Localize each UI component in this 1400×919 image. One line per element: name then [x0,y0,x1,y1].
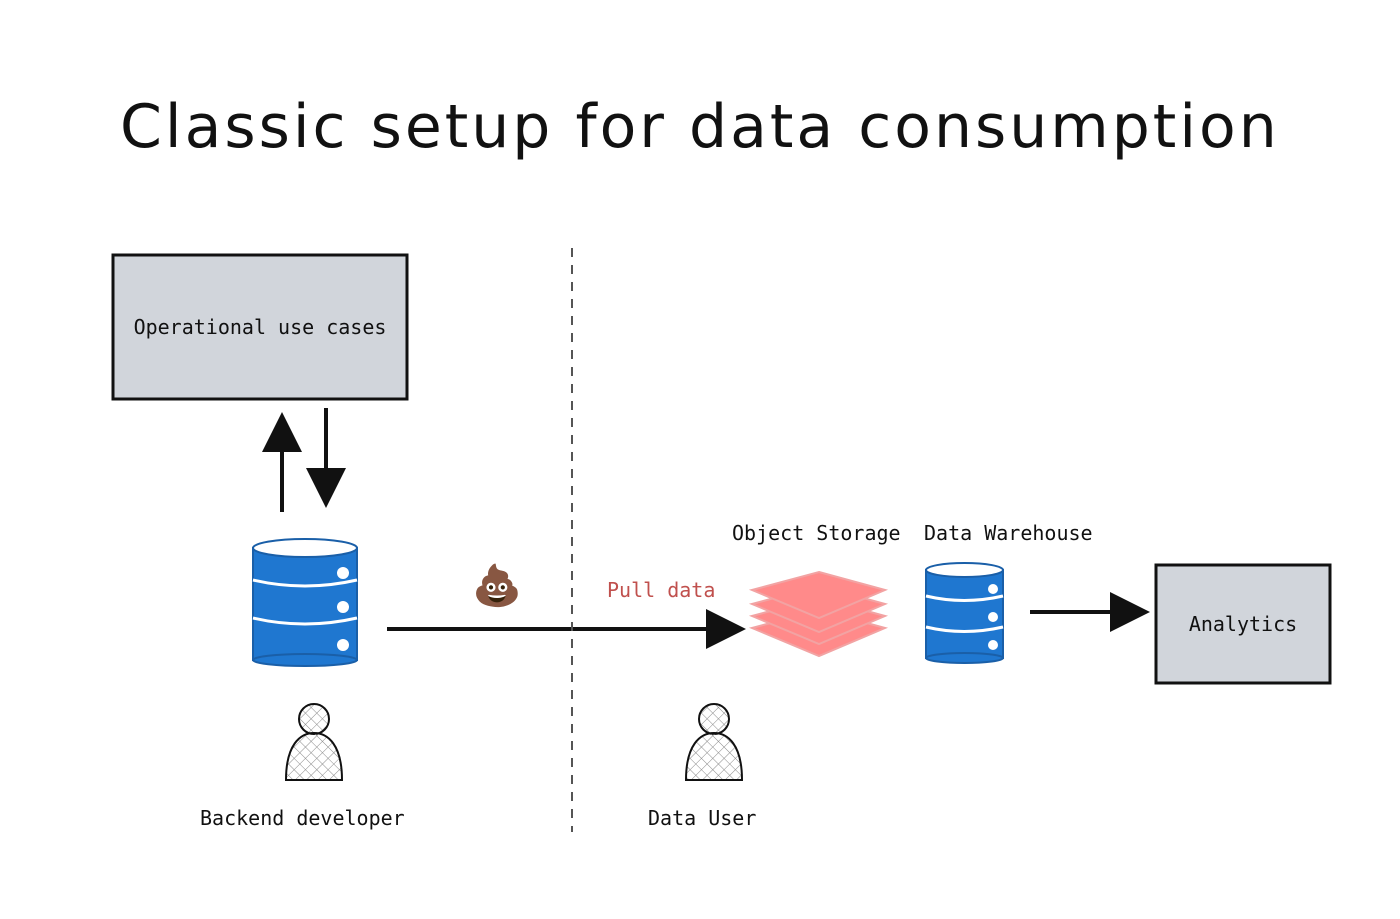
database-icon [252,538,358,667]
backend-developer-label: Backend developer [200,806,405,830]
diagram-title: Classic setup for data consumption [120,92,1280,162]
analytics-box-label: Analytics [1188,612,1298,636]
data-user-label: Data User [648,806,757,830]
person-icon [284,703,344,781]
pull-data-label: Pull data [607,578,716,602]
person-icon [684,703,744,781]
operational-box [111,253,409,401]
poop-emoji-icon: 💩 [472,563,522,609]
warehouse-database-icon [925,562,1004,664]
analytics-box [1154,563,1332,685]
stacked-layers-icon [748,570,889,658]
operational-box-label: Operational use cases [133,315,387,339]
object-storage-label: Object Storage [732,521,901,545]
data-warehouse-label: Data Warehouse [924,521,1093,545]
